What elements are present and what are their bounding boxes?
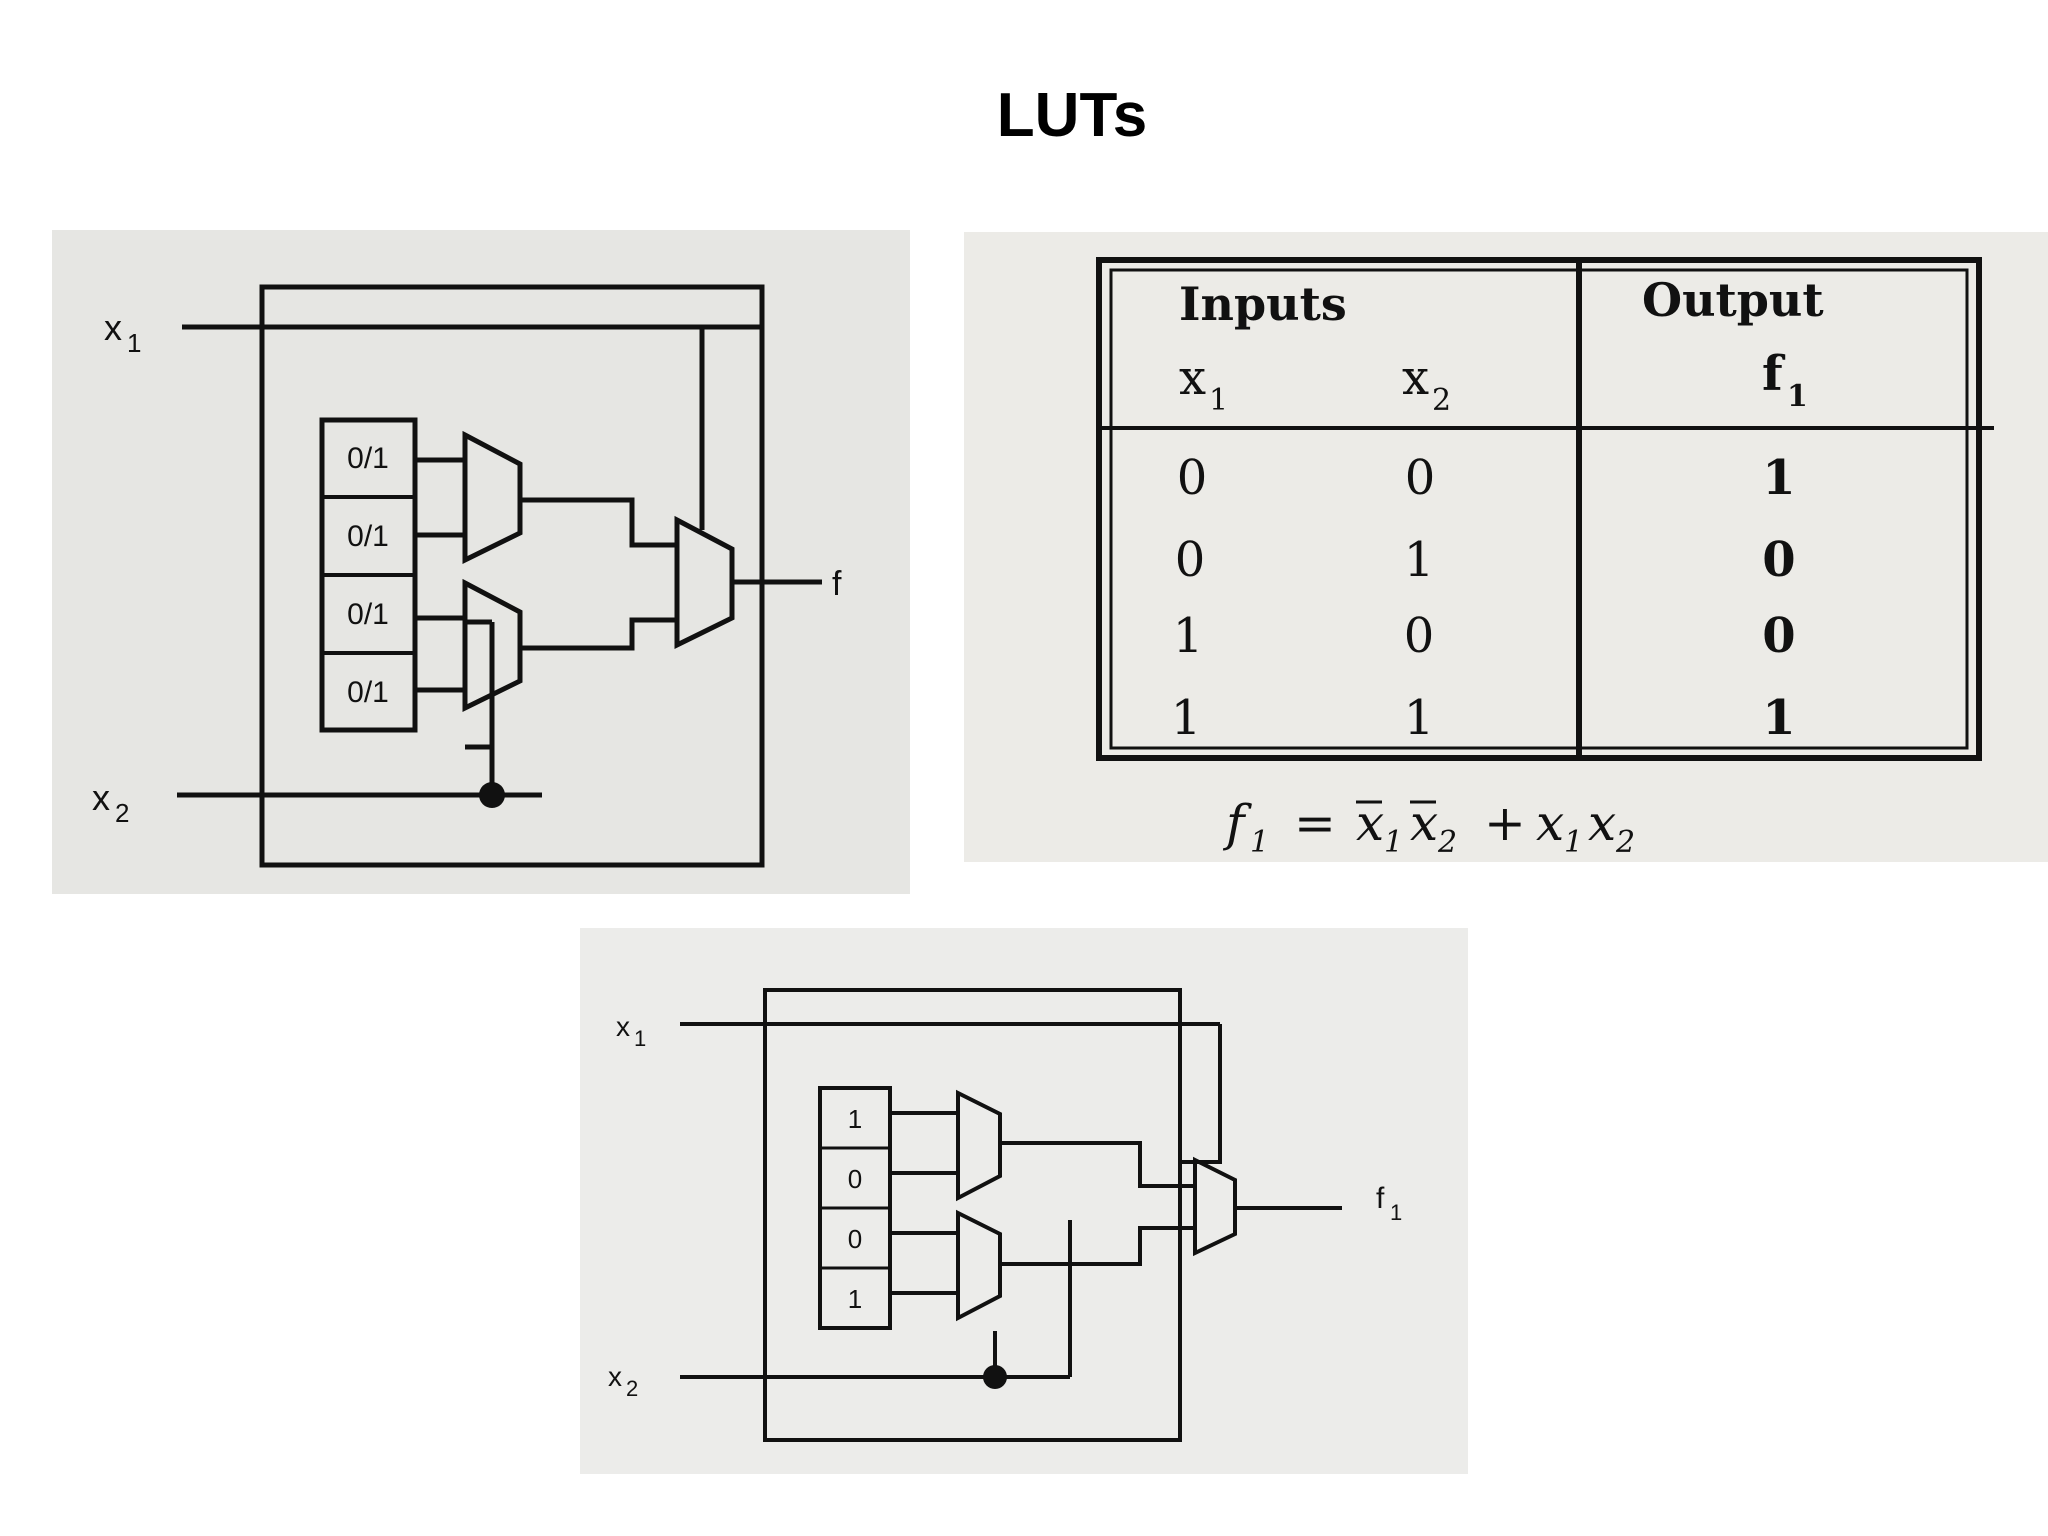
col-x1-header: x — [1179, 350, 1206, 406]
svg-text:x: x — [1588, 794, 1616, 852]
lut-programmed-diagram: x 1 x 2 1 0 0 1 f 1 — [580, 928, 1468, 1474]
storage-cell-4: 1 — [848, 1284, 862, 1314]
boolean-equation: f 1 = x 1 x 2 + x 1 x 2 — [1222, 794, 1635, 860]
row3-x2: 0 — [1404, 608, 1435, 664]
output-label-sub: 1 — [1390, 1200, 1402, 1225]
col-f1-header-sub: 1 — [1787, 379, 1808, 414]
lut-block-outline — [259, 284, 765, 868]
lut-block-outline — [763, 988, 1182, 1442]
svg-text:2: 2 — [1437, 825, 1457, 860]
col-x2-header: x — [1402, 350, 1429, 406]
x1-label-sub: 1 — [127, 328, 141, 358]
x2-label: x — [608, 1361, 622, 1392]
row2-x1: 0 — [1175, 532, 1206, 588]
x1-label: x — [104, 307, 122, 348]
inputs-header: Inputs — [1179, 277, 1347, 331]
row1-x2: 0 — [1405, 450, 1436, 506]
output-header: Output — [1642, 273, 1824, 327]
mux-bottom — [956, 1209, 1002, 1322]
svg-text:2: 2 — [1615, 825, 1635, 860]
mux-top — [956, 1089, 1002, 1202]
row3-f1: 0 — [1762, 608, 1795, 664]
storage-cell-3: 0 — [848, 1224, 862, 1254]
x2-label: x — [92, 777, 110, 818]
truth-table-panel: Inputs Output x 1 x 2 f 1 0 0 1 0 1 0 1 … — [964, 232, 2048, 862]
output-label: f — [1376, 1182, 1385, 1215]
x2-label-sub: 2 — [626, 1376, 638, 1401]
col-x2-header-sub: 2 — [1432, 383, 1451, 418]
svg-text:x: x — [1410, 794, 1438, 852]
storage-cell-1: 1 — [848, 1104, 862, 1134]
col-x1-header-sub: 1 — [1209, 383, 1228, 418]
storage-cell-1: 0/1 — [347, 442, 389, 475]
row2-f1: 0 — [1762, 532, 1795, 588]
storage-cell-3: 0/1 — [347, 598, 389, 631]
mux-output — [674, 515, 735, 650]
row4-x2: 1 — [1404, 690, 1435, 746]
svg-text:f: f — [1222, 794, 1252, 852]
row1-f1: 1 — [1762, 450, 1795, 506]
row4-f1: 1 — [1762, 690, 1795, 746]
x2-junction-dot — [479, 782, 505, 808]
output-label: f — [832, 565, 842, 603]
x2-label-sub: 2 — [115, 798, 129, 828]
storage-cell-2: 0/1 — [347, 520, 389, 553]
svg-text:=: = — [1294, 794, 1336, 852]
storage-cell-2: 0 — [848, 1164, 862, 1194]
x1-label: x — [616, 1011, 630, 1042]
row2-x2: 1 — [1404, 532, 1435, 588]
row4-x1: 1 — [1171, 690, 1202, 746]
svg-text:x: x — [1536, 794, 1564, 852]
truth-table-frame — [1096, 257, 1982, 761]
svg-text:+: + — [1484, 794, 1526, 852]
svg-text:1: 1 — [1384, 825, 1403, 860]
page-title: LUTs — [996, 81, 1148, 150]
svg-text:x: x — [1356, 794, 1384, 852]
mux-top — [462, 430, 523, 565]
row3-x1: 1 — [1173, 608, 1204, 664]
x1-label-sub: 1 — [634, 1026, 646, 1051]
x2-junction-dot — [983, 1365, 1007, 1389]
storage-cell-4: 0/1 — [347, 676, 389, 709]
mux-bottom — [462, 578, 523, 713]
col-f1-header: f — [1762, 346, 1786, 402]
row1-x1: 0 — [1177, 450, 1208, 506]
svg-text:1: 1 — [1250, 825, 1269, 860]
lut-generic-diagram: x 1 x 2 0/1 0/1 0/1 0/1 f — [52, 230, 910, 894]
svg-text:1: 1 — [1564, 825, 1583, 860]
mux-output — [1193, 1156, 1237, 1257]
